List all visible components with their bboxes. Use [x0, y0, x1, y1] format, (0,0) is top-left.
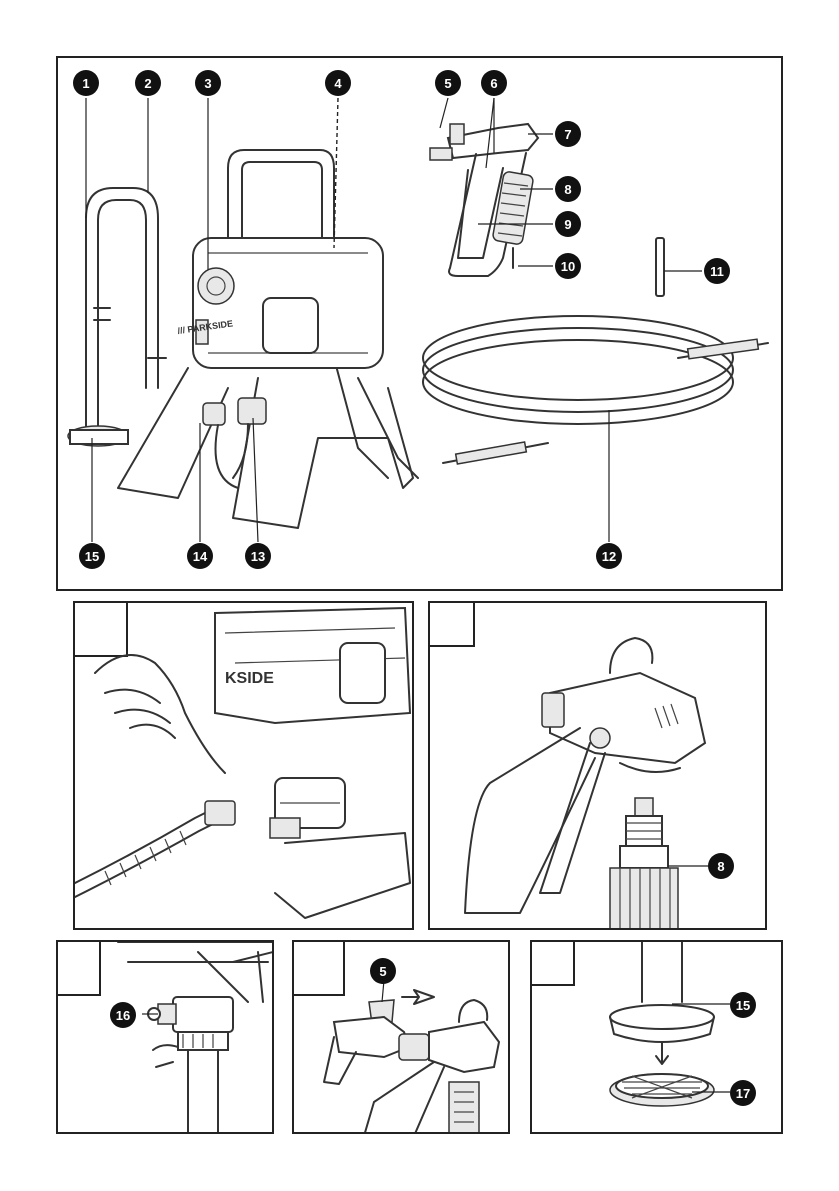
return-valve-drawing [58, 942, 274, 1134]
callout-13: 13 [245, 543, 271, 569]
callout-5: 5 [435, 70, 461, 96]
callout-15: 15 [730, 992, 756, 1018]
gun-connector-drawing [430, 603, 767, 930]
callout-5: 5 [370, 958, 396, 984]
callout-8: 8 [555, 176, 581, 202]
detail-panel-nozzle-guard: 5 [292, 940, 510, 1134]
callout-3: 3 [195, 70, 221, 96]
callout-2: 2 [135, 70, 161, 96]
detail-panel-hose-connection: KSIDE [73, 601, 414, 930]
nozzle-guard-drawing [294, 942, 510, 1134]
callout-16: 16 [110, 1002, 136, 1028]
callout-1: 1 [73, 70, 99, 96]
callout-12: 12 [596, 543, 622, 569]
callout-11: 11 [704, 258, 730, 284]
callout-7: 7 [555, 121, 581, 147]
callout-10: 10 [555, 253, 581, 279]
sprayer-overview-drawing: /// PARKSIDE [58, 58, 783, 591]
hose-connection-drawing: KSIDE [75, 603, 414, 930]
callout-4: 4 [325, 70, 351, 96]
callout-9: 9 [555, 211, 581, 237]
callout-14: 14 [187, 543, 213, 569]
callout-8: 8 [708, 853, 734, 879]
overview-panel: /// PARKSIDE 1 2 3 4 5 6 7 8 9 10 11 12 … [56, 56, 783, 591]
brand-text: KSIDE [225, 670, 274, 687]
detail-panel-gun-connector: 8 [428, 601, 767, 930]
callout-17: 17 [730, 1080, 756, 1106]
detail-panel-inlet-filter: 15 17 [530, 940, 783, 1134]
callout-15: 15 [79, 543, 105, 569]
callout-6: 6 [481, 70, 507, 96]
detail-panel-return-valve: 16 [56, 940, 274, 1134]
